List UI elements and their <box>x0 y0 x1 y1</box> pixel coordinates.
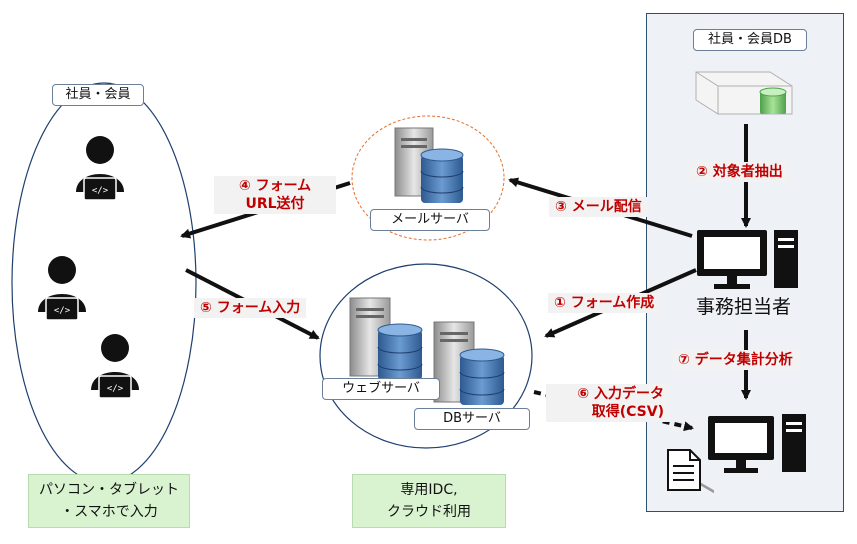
client-note-line2: ・スマホで入力 <box>60 504 158 520</box>
db-server-label: DBサーバ <box>414 408 530 430</box>
step-form-create: ① フォーム作成 <box>548 293 661 313</box>
hosting-note-line2: クラウド利用 <box>387 504 471 520</box>
step-form-input: ⑤ フォーム入力 <box>194 298 307 318</box>
step-analyze: ⑦ データ集計分析 <box>672 350 799 370</box>
web-server-icon <box>349 297 423 380</box>
client-note: パソコン・タブレット ・スマホで入力 <box>28 474 190 528</box>
svg-text:</>: </> <box>107 384 124 394</box>
client-note-line1: パソコン・タブレット <box>39 482 179 498</box>
step-url-send-line2: URL送付 <box>245 196 305 212</box>
person-icon: </> <box>38 256 86 321</box>
document-icon <box>667 449 701 491</box>
employee-db-label: 社員・会員DB <box>693 29 807 51</box>
person-icon: </> <box>76 136 124 201</box>
step-get-data: ⑥ 入力データ 取得(CSV) <box>546 384 670 422</box>
result-computer-icon <box>708 414 806 473</box>
person-in-charge-label: 事務担当者 <box>696 296 792 318</box>
db-server-icon <box>433 321 505 405</box>
step-url-send-line1: ④ フォーム <box>238 178 312 194</box>
mail-server-icon <box>394 127 464 203</box>
employee-db-icon <box>695 71 793 494</box>
step-get-data-line1: ⑥ 入力データ <box>577 386 664 402</box>
svg-text:</>: </> <box>54 306 71 316</box>
step-extract: ② 対象者抽出 <box>690 162 789 182</box>
step-url-send: ④ フォーム URL送付 <box>214 176 336 214</box>
web-server-label: ウェブサーバ <box>322 378 440 400</box>
staff-computer-icon <box>697 230 798 289</box>
step-get-data-line2: 取得(CSV) <box>591 404 664 420</box>
employees-members-label: 社員・会員 <box>52 84 144 106</box>
person-icon: </> <box>91 334 139 399</box>
mail-server-label: メールサーバ <box>370 209 490 231</box>
hosting-note-line1: 専用IDC, <box>400 482 458 498</box>
hosting-note: 専用IDC, クラウド利用 <box>352 474 506 528</box>
svg-text:</>: </> <box>92 186 109 196</box>
step-mail-delivery: ③ メール配信 <box>549 197 648 217</box>
